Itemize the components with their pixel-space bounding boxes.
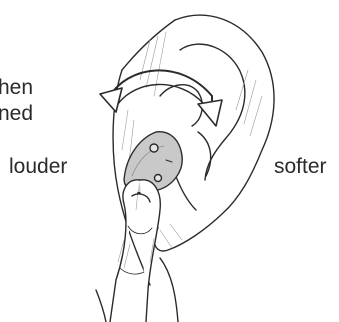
- ear-outline: [154, 15, 274, 251]
- louder-label: louder: [9, 156, 67, 177]
- softer-label: softer: [274, 156, 327, 177]
